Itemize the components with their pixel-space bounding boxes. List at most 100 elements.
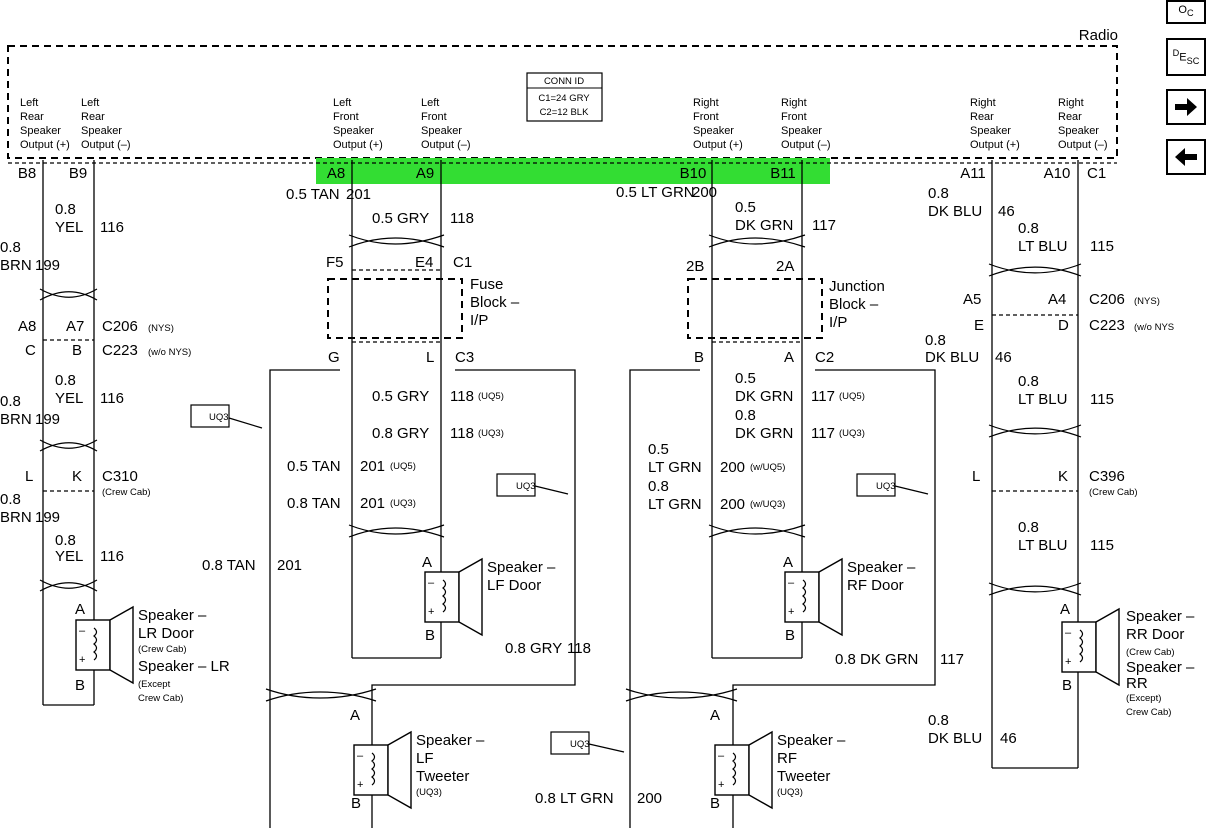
diagram-label: (UQ3) xyxy=(839,428,865,439)
diagram-label: DK GRN xyxy=(735,388,793,405)
diagram-label: 2B xyxy=(686,258,704,275)
diagram-label: 0.5 LT GRN xyxy=(616,184,695,201)
diagram-label: LR Door xyxy=(138,625,194,642)
speaker-minus-mark: – xyxy=(428,577,435,589)
diagram-label: 0.8 xyxy=(1018,519,1039,536)
speaker-plus-mark: + xyxy=(1065,656,1071,668)
diagram-label: (UQ5) xyxy=(478,391,504,402)
diagram-label: 115 xyxy=(1090,238,1114,255)
radio-output-label: Rear xyxy=(1058,111,1082,123)
radio-output-label: Front xyxy=(333,111,359,123)
diagram-label: LT GRN xyxy=(648,496,702,513)
diagram-label: 0.8 xyxy=(1018,373,1039,390)
diagram-label: B xyxy=(425,627,435,644)
diagram-label: 118 xyxy=(450,210,474,227)
diagram-label: 0.8 xyxy=(648,478,669,495)
diagram-label: E4 xyxy=(415,254,433,271)
desc-label: DESC xyxy=(1172,47,1200,66)
diagram-label: C223 xyxy=(102,342,138,359)
diagram-label: K xyxy=(1058,468,1068,485)
diagram-label: 118 xyxy=(450,425,474,442)
diagram-label: A7 xyxy=(66,318,84,335)
diagram-label: DK BLU xyxy=(928,203,982,220)
speaker-minus-mark: – xyxy=(1065,627,1072,639)
diagram-label: (NYS) xyxy=(1134,296,1160,307)
diagram-label: (Crew Cab) xyxy=(138,644,187,655)
diagram-label: 116 xyxy=(100,548,124,565)
diagram-label: (UQ3) xyxy=(777,787,803,798)
radio-pin-b11: B11 xyxy=(770,165,796,182)
conn-id-c2: C2=12 BLK xyxy=(540,107,590,118)
speaker-coil xyxy=(93,627,98,661)
diagram-label: YEL xyxy=(55,390,83,407)
fuse-block-outline xyxy=(327,278,463,339)
diagram-label: BRN xyxy=(0,257,32,274)
oc-button[interactable]: OC xyxy=(1166,0,1206,24)
speaker-plus-mark: + xyxy=(428,606,434,618)
diagram-label: (w/UQ3) xyxy=(750,499,785,510)
radio-output-label: Output (–) xyxy=(781,139,831,151)
diagram-label: 0.5 xyxy=(648,441,669,458)
diagram-label: B xyxy=(785,627,795,644)
diagram-label: RR Door xyxy=(1126,626,1184,643)
diagram-label: B xyxy=(72,342,82,359)
radio-pin-b9: B9 xyxy=(69,165,87,182)
diagram-label: (Crew Cab) xyxy=(102,487,151,498)
diagram-label: 200 xyxy=(692,184,717,201)
radio-output-label: Output (+) xyxy=(333,139,383,151)
diagram-label: 0.5 xyxy=(735,199,756,216)
diagram-label: LT BLU xyxy=(1018,238,1067,255)
diagram-label: B xyxy=(710,795,720,812)
diagram-label: Speaker – xyxy=(1126,608,1195,625)
radio-output-label: Right xyxy=(970,97,996,109)
radio-output-label: Front xyxy=(693,111,719,123)
diagram-label: DK BLU xyxy=(928,730,982,747)
diagram-label: 200 xyxy=(637,790,662,807)
diagram-label: C2 xyxy=(815,349,834,366)
diagram-label: A xyxy=(422,554,432,571)
radio-output-label: Output (–) xyxy=(1058,139,1108,151)
diagram-label: 0.8 xyxy=(928,185,949,202)
diagram-label: LT GRN xyxy=(648,459,702,476)
radio-output-label: Speaker xyxy=(81,125,122,137)
diagram-label: A8 xyxy=(18,318,36,335)
radio-pin-a8: A8 xyxy=(327,165,345,182)
diagram-label: Speaker – xyxy=(1126,659,1195,676)
twisted-pair-marks xyxy=(39,234,1082,702)
desc-button[interactable]: DESC xyxy=(1166,38,1206,76)
diagram-label: 201 xyxy=(277,557,302,574)
diagram-label: 0.8 xyxy=(0,393,21,410)
radio-output-label: Front xyxy=(421,111,447,123)
diagram-label: C3 xyxy=(455,349,474,366)
speaker-plus-mark: + xyxy=(357,779,363,791)
diagram-label: RR xyxy=(1126,675,1148,692)
next-page-button[interactable] xyxy=(1166,89,1206,125)
diagram-label: UQ3 xyxy=(876,481,896,492)
diagram-label: B xyxy=(1062,677,1072,694)
diagram-label: (Crew Cab) xyxy=(1126,647,1175,658)
diagram-label: 117 xyxy=(811,388,835,405)
speaker-coil xyxy=(442,579,447,613)
diagram-label: (UQ5) xyxy=(390,461,416,472)
diagram-label: B xyxy=(694,349,704,366)
arrow-right-icon xyxy=(1175,98,1197,116)
radio-output-label: Speaker xyxy=(20,125,61,137)
radio-housing xyxy=(7,45,1118,159)
speaker-plus-mark: + xyxy=(718,779,724,791)
uq3-arrows xyxy=(228,417,929,753)
diagram-label: 200 xyxy=(720,459,745,476)
conn-id-title: CONN ID xyxy=(544,76,584,87)
diagram-label: Speaker – xyxy=(847,559,916,576)
diagram-label: BRN xyxy=(0,509,32,526)
diagram-label: 0.8 xyxy=(1018,220,1039,237)
diagram-label: I/P xyxy=(829,314,847,331)
diagram-label: 116 xyxy=(100,219,124,236)
diagram-label: 117 xyxy=(811,425,835,442)
prev-page-button[interactable] xyxy=(1166,139,1206,175)
speaker-coil xyxy=(371,752,376,786)
diagram-label: DK GRN xyxy=(735,217,793,234)
diagram-label: 46 xyxy=(1000,730,1017,747)
diagram-label: A xyxy=(783,554,793,571)
speaker-plus-mark: + xyxy=(788,606,794,618)
diagram-label: 0.8 xyxy=(925,332,946,349)
